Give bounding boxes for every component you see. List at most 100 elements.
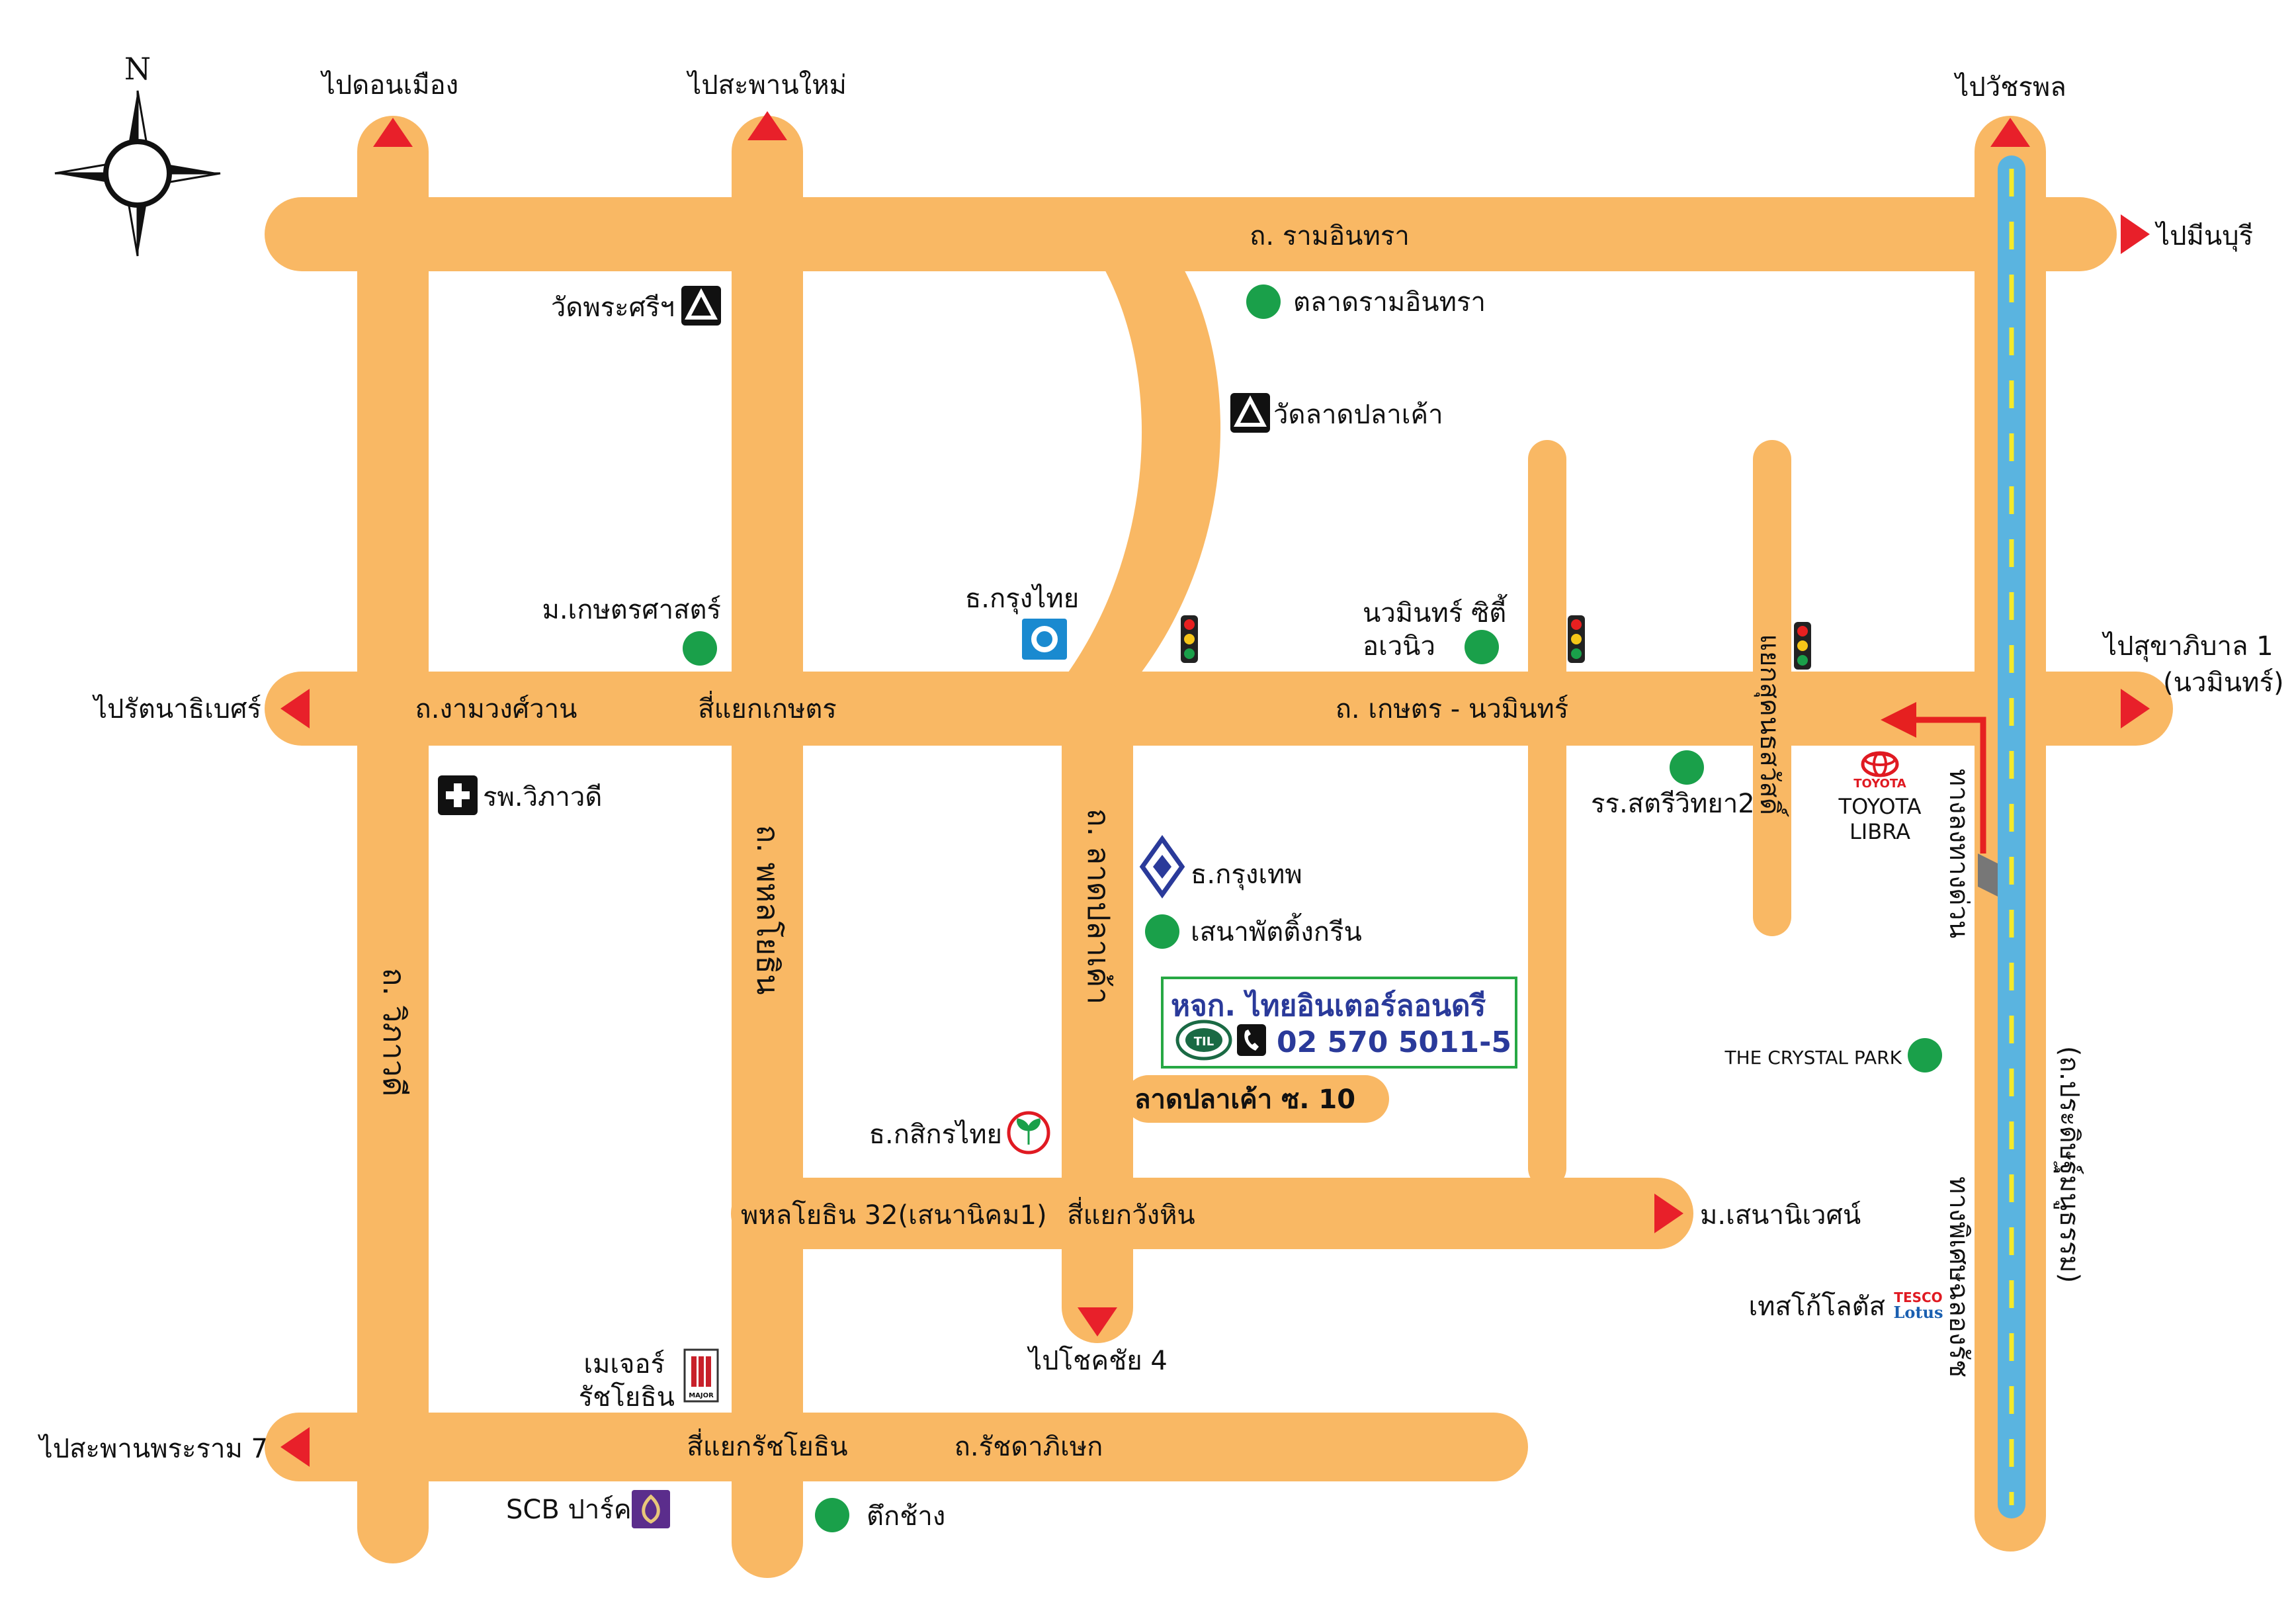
label-nuan-chan: แยกสุคนธสวัสดิ์ [1754,634,1789,817]
landmark-major-2: รัชโยธิน [579,1382,675,1413]
landmark-wat-phra-si: วัดพระศรีฯ [551,292,675,323]
landmark-satri-witthaya-2: รร.สตรีวิทยา2 [1591,789,1755,819]
landmark-nawamin-city-2: อเวนิว [1363,631,1435,662]
landmark-crystal-park: THE CRYSTAL PARK [1724,1047,1902,1069]
expressway-exit-marker [1978,853,1998,897]
arrow-right-senanivet [1654,1194,1683,1233]
label-kaset-intersection: สี่แยกเกษตร [698,691,837,724]
tesco-logo-text-1: TESCO [1894,1290,1942,1305]
toyota-brand-text: TOYOTA [1853,777,1906,791]
landmark-vibhavadi-hospital: รพ.วิภาวดี [483,782,602,812]
traffic-light-icon [1794,622,1811,670]
label-kaset-nawamin: ถ. เกษตร - นวมินทร์ [1336,694,1569,724]
dir-sukhaphiban: ไปสุขาภิบาล 1 [2102,631,2274,662]
traffic-light-icon [1181,615,1198,663]
road-lat-pla-khao [1062,681,1133,1343]
bangkok-bank-icon [1139,834,1185,899]
landmark-bangkok-bank: ธ.กรุงเทพ [1191,859,1302,891]
dir-saphan-mai: ไปสะพานใหม่ [686,69,847,101]
arrow-down-chok-chai [1078,1307,1117,1336]
arrow-right-sukhaphiban [2121,689,2150,728]
dir-phra-ram-7: ไปสะพานพระราม 7 [38,1434,268,1464]
label-pradit-manutham: (ถ.ประดิษฐ์มนูธรรม) [2053,1046,2084,1283]
landmark-major-1: เมเจอร์ [583,1349,665,1379]
green-dot-icon [815,1498,849,1532]
landmark-tuk-chang: ตึกช้าง [867,1501,945,1532]
temple-icon [1230,393,1270,433]
route-arrow [1881,702,1986,853]
major-cineplex-icon [683,1348,719,1403]
road-minor-2 [1753,440,1791,936]
label-ratchayothin: สี่แยกรัชโยธิน [687,1428,847,1462]
landmark-toyota-name: TOYOTA [1838,794,1922,819]
green-dot-icon [1145,914,1179,949]
road-minor-1 [1528,440,1566,1188]
compass-rose [54,90,221,257]
landmark-kasetsart: ม.เกษตรศาสตร์ [542,595,721,625]
road-vibhavadi [357,116,429,1563]
landmark-kasikorn: ธ.กสิกรไทย [869,1119,1002,1150]
direction-arrows [280,111,2150,1467]
dir-watcharaphon: ไปวัชรพล [1953,72,2066,103]
label-expressway: ทางพิเศษฉลองรัช [1943,1176,1974,1378]
landmark-scb-park: SCB ปาร์ค [506,1495,632,1525]
tesco-logo-text-2: Lotus [1894,1303,1943,1322]
green-dot-icon [1908,1038,1942,1072]
label-wang-hin: สี่แยกวังหิน [1067,1197,1195,1231]
arrow-left-phra-ram-7 [280,1427,310,1467]
green-dot-icon [683,631,717,666]
dir-rattanathibet: ไปรัตนาธิเบศร์ [92,694,261,724]
dir-chok-chai: ไปโชคชัย 4 [1027,1346,1168,1376]
landmark-sena-fest: เสนาพัตติ้งกรีน [1191,912,1362,947]
label-phahon-yothin: ถ. พหลโยธิน [750,824,786,994]
dir-don-mueang: ไปดอนเมือง [320,70,458,101]
road-phahon-yothin [732,116,803,1578]
arrow-up-watcharaphon [1990,118,2030,147]
landmark-nawamin-city-1: นวมินทร์ ซิตี้ [1363,593,1508,629]
company-logo-icon [1175,1020,1232,1061]
landmark-tesco: เทสโก้โลตัส [1748,1291,1885,1322]
hospital-icon [438,775,478,815]
expressway-lane [1998,155,2025,1518]
label-lat-pla-khao: ถ. ลาดปลาเค้า [1081,809,1117,1005]
dir-senanivet: ม.เสนานิเวศน์ [1700,1200,1861,1231]
traffic-light-icon [1568,615,1585,663]
label-ngam-wong-wan: ถ.งามวงศ์วาน [415,694,577,724]
label-ram-inthra: ถ. รามอินทรา [1250,221,1410,251]
landmark-krung-thai: ธ.กรุงไทย [965,584,1079,615]
green-dot-icon [1246,284,1281,319]
compass-north-label: N [124,51,151,87]
label-phahon-32: พหลโยธิน 32(เสนานิคม1) [741,1200,1047,1231]
landmark-wat-lat-pla-khao: วัดลาดปลาเค้า [1273,400,1443,430]
green-dot-icon [1465,630,1499,664]
dir-nawamin: (นวมินทร์) [2163,668,2284,698]
label-lat-pla-khao-10: ลาดปลาเค้า ซ. 10 [1134,1084,1355,1115]
road-lat-pla-khao-curve [1062,238,1221,681]
arrow-right-min-buri [2121,214,2150,254]
company-logo-text: TIL [1194,1035,1214,1049]
company-phone: 02 570 5011-5 [1277,1026,1511,1059]
phone-icon [1237,1024,1266,1056]
landmark-toyota-name-2: LIBRA [1850,819,1910,844]
temple-icon [681,286,721,326]
label-chalong-rat-exit: ทางลงทางด่วน [1943,769,1974,939]
arrow-left-rattanathibet [280,689,310,728]
road-lat-pla-khao-10 [1125,1075,1389,1123]
arrow-up-don-mueang [373,118,413,147]
company-name: หจก. ไทยอินเตอร์ลอนดรี [1171,988,1486,1023]
dir-min-buri: ไปมีนบุรี [2154,221,2253,252]
road-ratchadaphisek [265,1413,1528,1481]
landmark-talad-ram-inthra: ตลาดรามอินทรา [1293,287,1486,318]
road-phahon-32 [731,1178,1693,1249]
road-ram-inthra [265,197,2117,271]
arrow-up-saphan-mai [747,111,787,140]
company-info-box: หจก. ไทยอินเตอร์ลอนดรี TIL 02 570 5011-5 [1161,977,1517,1069]
label-vibhavadi: ถ. วิภาวดี [376,968,412,1097]
roads [265,116,2173,1578]
kasikorn-bank-icon [1007,1111,1050,1155]
toyota-logo-icon [1861,751,1899,777]
label-ratchadaphisek: ถ.รัชดาภิเษก [955,1432,1103,1462]
krung-thai-bank-icon [1022,619,1067,660]
major-logo-text: MAJOR [689,1392,714,1399]
